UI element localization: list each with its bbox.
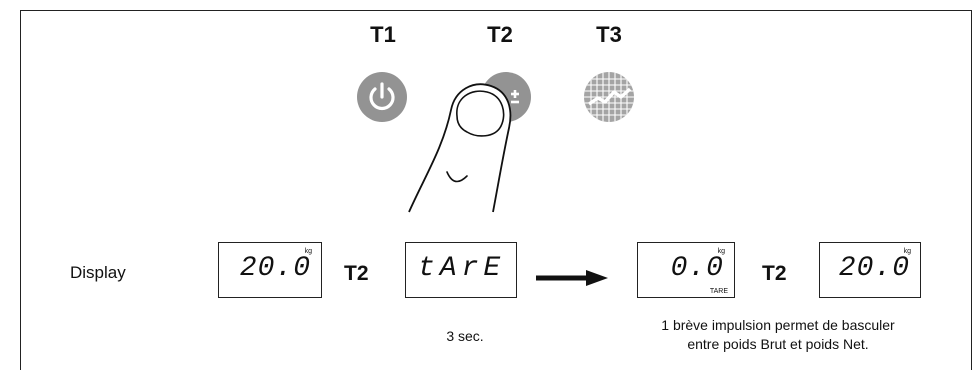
chart-grid-icon xyxy=(584,72,634,122)
arrow-right-icon xyxy=(536,270,608,286)
tare-indicator: TARE xyxy=(709,288,728,295)
lcd-display-gross-return: kg 20.0 xyxy=(819,242,921,298)
t3-chart-button[interactable] xyxy=(584,72,634,122)
t1-power-button[interactable] xyxy=(357,72,407,122)
lcd-value: 0.0 xyxy=(670,253,724,284)
lcd-unit: kg xyxy=(304,248,312,255)
step2-key-label: T2 xyxy=(762,262,787,285)
display-label: Display xyxy=(70,263,126,282)
lcd-tare-text: tArE xyxy=(418,253,506,284)
hold-duration-caption: 3 sec. xyxy=(446,328,484,344)
lcd-unit: kg xyxy=(903,248,911,255)
toggle-caption-line1: 1 brève impulsion permet de basculer xyxy=(661,317,895,333)
diagram-frame xyxy=(20,10,972,370)
toggle-caption-line2: entre poids Brut et poids Net. xyxy=(687,336,869,352)
lcd-unit: kg xyxy=(717,248,725,255)
t1-label: T1 xyxy=(370,22,396,47)
t2-label: T2 xyxy=(487,22,513,47)
finger-press-icon xyxy=(408,83,512,213)
tare-icon xyxy=(511,90,519,104)
lcd-display-gross: kg 20.0 xyxy=(218,242,322,298)
lcd-display-tare-message: tArE xyxy=(405,242,517,298)
t3-label: T3 xyxy=(596,22,622,47)
power-icon xyxy=(369,82,395,111)
step1-key-label: T2 xyxy=(344,262,369,285)
lcd-value: 20.0 xyxy=(239,253,311,284)
lcd-value: 20.0 xyxy=(838,253,910,284)
lcd-display-net: kg 0.0 TARE xyxy=(637,242,735,298)
